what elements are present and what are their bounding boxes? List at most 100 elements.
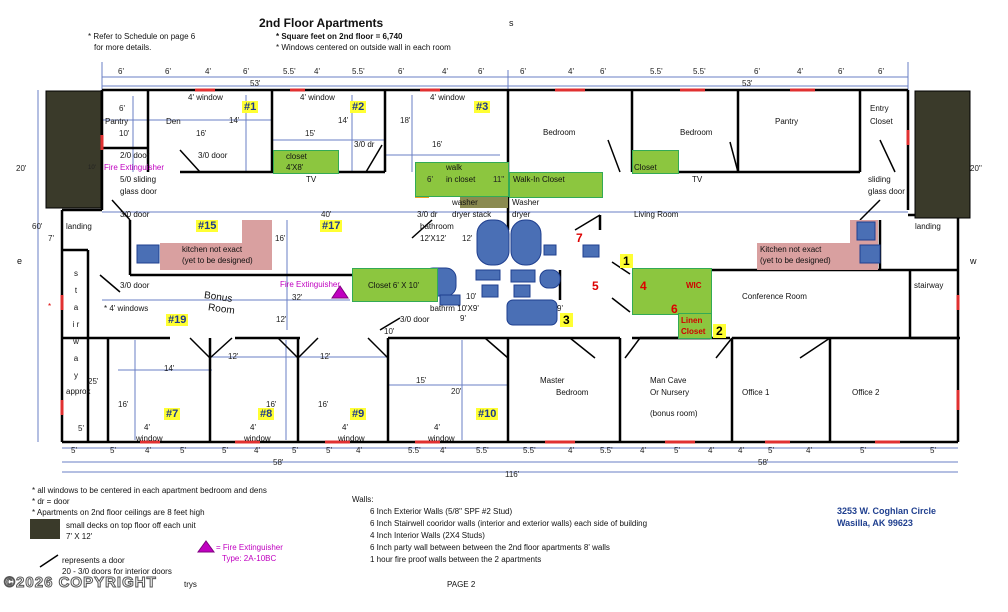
walls-item-3: 4 Inch Interior Walls (2X4 Studs): [370, 531, 485, 540]
ten-c: 10': [384, 327, 395, 336]
sixteen-ft: 16': [275, 234, 286, 243]
legend-decks-1: small decks on top floor off each unit: [66, 521, 196, 530]
top-dimension-value: 5.5': [283, 67, 296, 76]
door-swings: [99, 139, 896, 359]
dim-5: 5': [78, 424, 84, 433]
legend-door-2: 20 - 3/0 doors for interior doors: [62, 567, 172, 576]
decks: [45, 90, 971, 219]
office-2: Office 2: [852, 388, 880, 397]
legend-fire-2: Type: 2A-10BC: [222, 554, 277, 563]
twelve-a: 12': [276, 315, 287, 324]
bottom-dimension-value: 5': [326, 446, 332, 455]
walls-item-2: 6 Inch Stairwell cooridor walls (interio…: [370, 519, 648, 528]
bottom-dimension-value: 4': [356, 446, 362, 455]
top-dimension-value: 6': [118, 67, 124, 76]
twelve-c: 12': [320, 352, 331, 361]
walk-in-closet-right: [509, 172, 603, 198]
bottom-dimension-value: 5': [930, 446, 936, 455]
door-3-0-b: 3/0 door: [120, 210, 150, 219]
top-dimension-value: 6': [600, 67, 606, 76]
top-dimension-value: 4': [442, 67, 448, 76]
den-width: 16': [196, 129, 207, 138]
legend-deck-swatch: [30, 519, 60, 539]
door-2-0: 2/0 door: [120, 151, 150, 160]
refer-note-1: * Refer to Schedule on page 6: [88, 32, 196, 41]
bath-12: 12': [462, 234, 473, 243]
landing-left: landing: [66, 222, 92, 231]
unit-17-badge: #17: [320, 220, 343, 232]
red-number-7: 7: [576, 231, 583, 245]
bathroom-2: 12'X12': [420, 234, 447, 243]
unit-7-badge: #7: [164, 408, 181, 420]
asterisk-marker: *: [48, 302, 52, 311]
living-room: Living Room: [634, 210, 679, 219]
sixteen-c: 16': [318, 400, 329, 409]
kitchen-left-1: kitchen not exact: [182, 245, 243, 254]
top-dimension-value: 5.5': [650, 67, 663, 76]
window-7b: window: [136, 434, 163, 443]
unit-9-badge: #9: [350, 408, 367, 420]
closet-6x10-label: Closet 6' X 10': [368, 281, 420, 290]
sliding-right-1: sliding: [868, 175, 891, 184]
sixteen-b: 16': [266, 400, 277, 409]
bottom-dimension-value: 5': [71, 446, 77, 455]
door-3-0-c: 3/0 door: [120, 281, 150, 290]
window-1: 4' window: [188, 93, 223, 102]
forty-ft: 40': [321, 210, 332, 219]
pantry-left-w: 6': [119, 104, 125, 113]
unit-8-badge: #8: [258, 408, 275, 420]
bottom-dimension-value: 5.5': [600, 446, 613, 455]
walls-title: Walls:: [352, 495, 374, 504]
bottom-dimension-value: 4': [568, 446, 574, 455]
top-dimension-value: 6': [878, 67, 884, 76]
top-dimension-value: 6': [838, 67, 844, 76]
legend-door-icon: [39, 554, 59, 568]
bottom-dimension-value: 4': [440, 446, 446, 455]
unit-10-badge: #10: [476, 408, 499, 420]
fire-ext-center: Fire Extinguisher: [280, 280, 341, 289]
bottom-dimension-value: 5': [860, 446, 866, 455]
top-dimension-value: 4': [314, 67, 320, 76]
compass-south: s: [509, 18, 514, 28]
stairway-right: stairway: [914, 281, 944, 290]
unit2-h: 14': [338, 116, 349, 125]
red-number-3: 3: [560, 313, 573, 327]
closet-right-label: Closet: [634, 163, 657, 172]
bottom-dimension-value: 5': [768, 446, 774, 455]
unit-2-badge: #2: [350, 101, 367, 113]
fixtures: [136, 219, 881, 326]
address-line-1: 3253 W. Coghlan Circle: [837, 506, 937, 516]
address-line-2: Wasilla, AK 99623: [837, 518, 913, 528]
dim-left-53: 53': [250, 79, 261, 88]
page-title: 2nd Floor Apartments: [259, 16, 384, 30]
door-3-0-dr2: 3/0 dr: [417, 210, 438, 219]
twenty: 20': [451, 387, 462, 396]
unit1-h: 14': [229, 116, 240, 125]
washer-1: Washer: [512, 198, 540, 207]
thirty-two: 32': [292, 293, 303, 302]
entry-closet-2: Closet: [870, 117, 893, 126]
unit-19-badge: #19: [166, 314, 189, 326]
legend-note-dr: * dr = door: [32, 497, 70, 506]
closet-6x10: [352, 268, 438, 302]
legend-fire-extinguisher-icon: [197, 540, 215, 553]
compass-east: e: [17, 256, 23, 266]
window-3: 4' window: [430, 93, 465, 102]
walk-in-closet-a: walk: [446, 163, 463, 172]
top-dimension-value: 4': [205, 67, 211, 76]
dim-approx-25: 25': [88, 377, 99, 386]
unit2-w: 15': [305, 129, 316, 138]
red-number-4: 4: [640, 279, 647, 293]
bottom-dimension-value: 4': [145, 446, 151, 455]
unit-3-badge: #3: [474, 101, 491, 113]
dim-right-53: 53': [742, 79, 753, 88]
linen-2: Closet: [681, 327, 706, 336]
top-dimension-value: 6': [243, 67, 249, 76]
legend-door-1: represents a door: [62, 556, 125, 565]
refer-note-2: for more details.: [94, 43, 152, 52]
window-9a: 4': [342, 423, 348, 432]
bottom-dimension-value: 5.5': [523, 446, 536, 455]
red-number-2: 2: [713, 324, 726, 338]
unit3-w: 16': [432, 140, 443, 149]
